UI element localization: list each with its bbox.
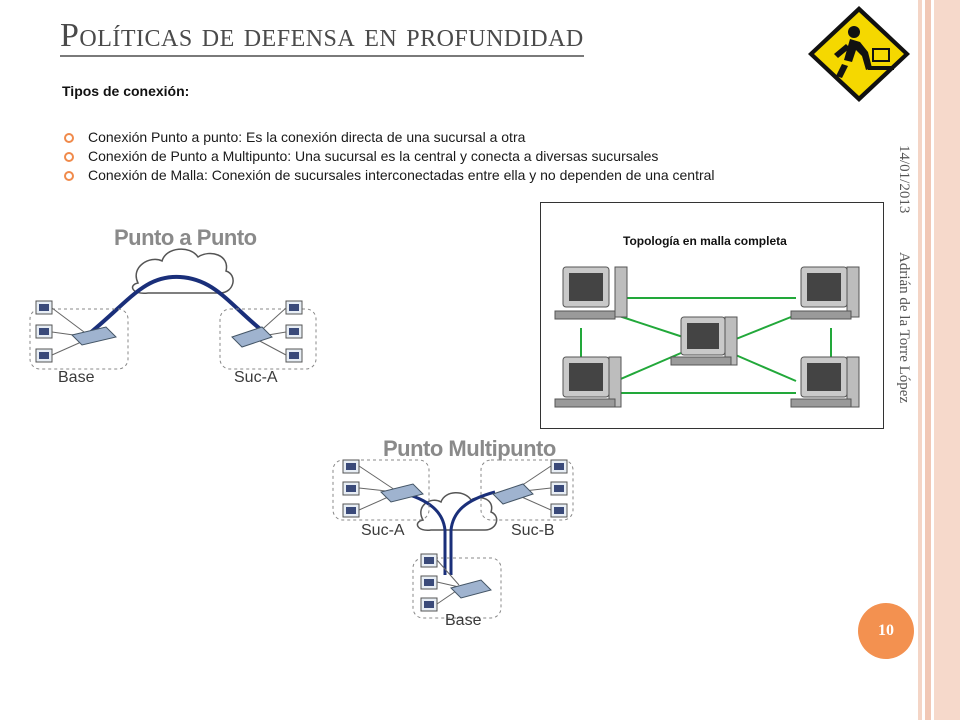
pmp-site-a-label: Suc-A xyxy=(361,522,405,539)
bullet-icon xyxy=(64,171,74,181)
ptp-left-site-label: Base xyxy=(58,369,95,386)
page-number-badge: 10 xyxy=(858,603,914,659)
bullet-item: Conexión de Punto a Multipunto: Una sucu… xyxy=(62,147,715,166)
bullet-item: Conexión Punto a punto: Es la conexión d… xyxy=(62,128,715,147)
point-to-point-diagram: Punto a Punto Base Suc-A xyxy=(20,205,320,395)
decor-stripe xyxy=(918,0,922,720)
pmp-base-label: Base xyxy=(445,612,482,629)
side-author: Adrián de la Torre López xyxy=(896,252,912,404)
decor-stripe xyxy=(922,0,925,720)
point-to-multipoint-diagram: Punto Multipunto Suc-A Suc-B Base xyxy=(325,430,575,630)
point-to-multipoint-graphic xyxy=(332,459,574,619)
pmp-title: Punto Multipunto xyxy=(383,436,556,461)
mesh-title: Topología en malla completa xyxy=(623,234,787,248)
bullet-text: Conexión Punto a punto: Es la conexión d… xyxy=(88,129,526,145)
bullet-list: Conexión Punto a punto: Es la conexión d… xyxy=(62,128,715,185)
under-construction-icon xyxy=(808,6,910,102)
side-date: 14/01/2013 xyxy=(896,145,912,214)
decor-stripe xyxy=(931,0,934,720)
bullet-icon xyxy=(64,152,74,162)
bullet-text: Conexión de Punto a Multipunto: Una sucu… xyxy=(88,148,659,164)
ptp-title: Punto a Punto xyxy=(114,225,257,250)
slide-title: Políticas de defensa en profundidad xyxy=(60,18,584,57)
bullet-item: Conexión de Malla: Conexión de sucursale… xyxy=(62,166,715,185)
ptp-right-site-label: Suc-A xyxy=(234,369,278,386)
bullet-icon xyxy=(64,133,74,143)
point-to-point-graphic xyxy=(29,248,317,370)
mesh-graphic xyxy=(554,266,860,408)
decor-stripe xyxy=(934,0,960,720)
subheading: Tipos de conexión: xyxy=(62,83,190,99)
bullet-text: Conexión de Malla: Conexión de sucursale… xyxy=(88,167,715,183)
decor-stripe xyxy=(925,0,931,720)
pmp-site-b-label: Suc-B xyxy=(511,522,555,539)
mesh-topology-diagram: Topología en malla completa xyxy=(540,202,884,429)
